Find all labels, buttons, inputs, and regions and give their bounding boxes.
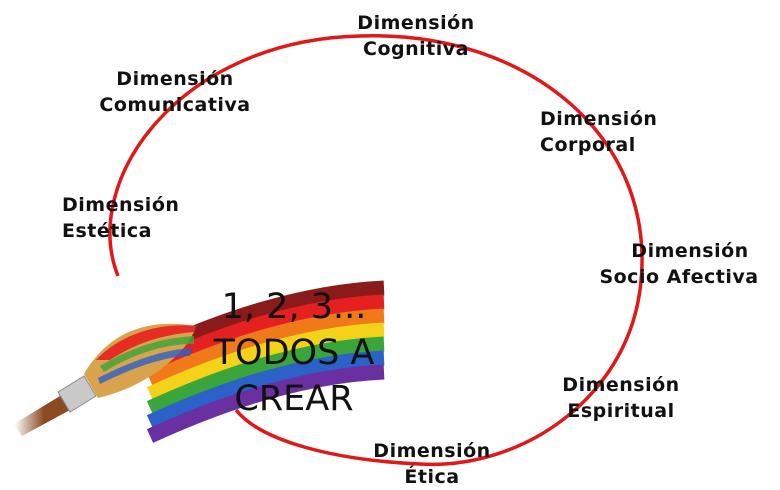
label-title: Dimensión xyxy=(540,108,658,130)
label-name: Estética xyxy=(62,220,152,242)
label-dimension-comunicativa: Dimensión Comunicativa xyxy=(70,66,280,118)
rainbow-stripe xyxy=(146,350,385,429)
label-name: Comunicativa xyxy=(99,94,251,116)
label-dimension-etica: Dimensión Ética xyxy=(352,438,512,490)
label-title: Dimensión xyxy=(62,194,180,216)
label-name: Cognitiva xyxy=(363,38,469,60)
label-name: Corporal xyxy=(540,134,636,156)
logo-line-3: CREAR xyxy=(234,379,354,419)
label-name: Socio Afectiva xyxy=(599,266,759,288)
label-title: Dimensión xyxy=(562,374,680,396)
logo-line-2: TODOS A xyxy=(213,333,375,373)
rainbow-stripe xyxy=(146,336,385,415)
label-title: Dimensión xyxy=(631,240,749,262)
label-title: Dimensión xyxy=(373,440,491,462)
label-title: Dimensión xyxy=(116,68,234,90)
cycle-circle xyxy=(108,34,644,467)
label-name: Espiritual xyxy=(567,400,675,422)
label-dimension-cognitiva: Dimensión Cognitiva xyxy=(336,10,496,62)
logo-text: 1, 2, 3... TODOS A CREAR xyxy=(196,284,392,422)
rainbow-stripe xyxy=(146,308,385,387)
label-dimension-estetica: Dimensión Estética xyxy=(62,192,179,244)
label-dimension-corporal: Dimensión Corporal xyxy=(540,106,657,158)
rainbow-stripe xyxy=(146,322,385,401)
label-dimension-espiritual: Dimensión Espiritual xyxy=(536,372,706,424)
label-name: Ética xyxy=(404,466,460,488)
label-title: Dimensión xyxy=(357,12,475,34)
label-dimension-socio-afectiva: Dimensión Socio Afectiva xyxy=(584,238,774,290)
rainbow-stripe xyxy=(146,364,385,443)
logo-line-1: 1, 2, 3... xyxy=(221,287,367,327)
